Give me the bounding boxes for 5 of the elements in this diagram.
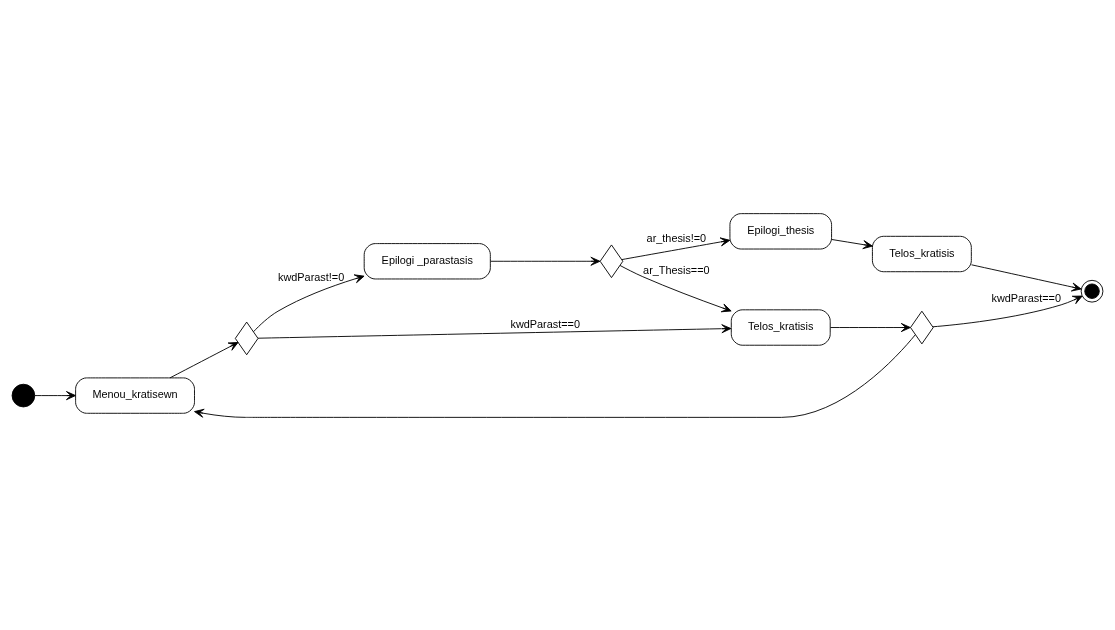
edge-label: ar_thesis!=0: [646, 231, 707, 244]
edge-label: kwdParast==0: [991, 291, 1061, 304]
edge-label: kwdParast==0: [510, 317, 581, 330]
edge-label: ar_Thesis==0: [643, 263, 710, 276]
edge-label: kwdParast!=0: [278, 270, 345, 283]
